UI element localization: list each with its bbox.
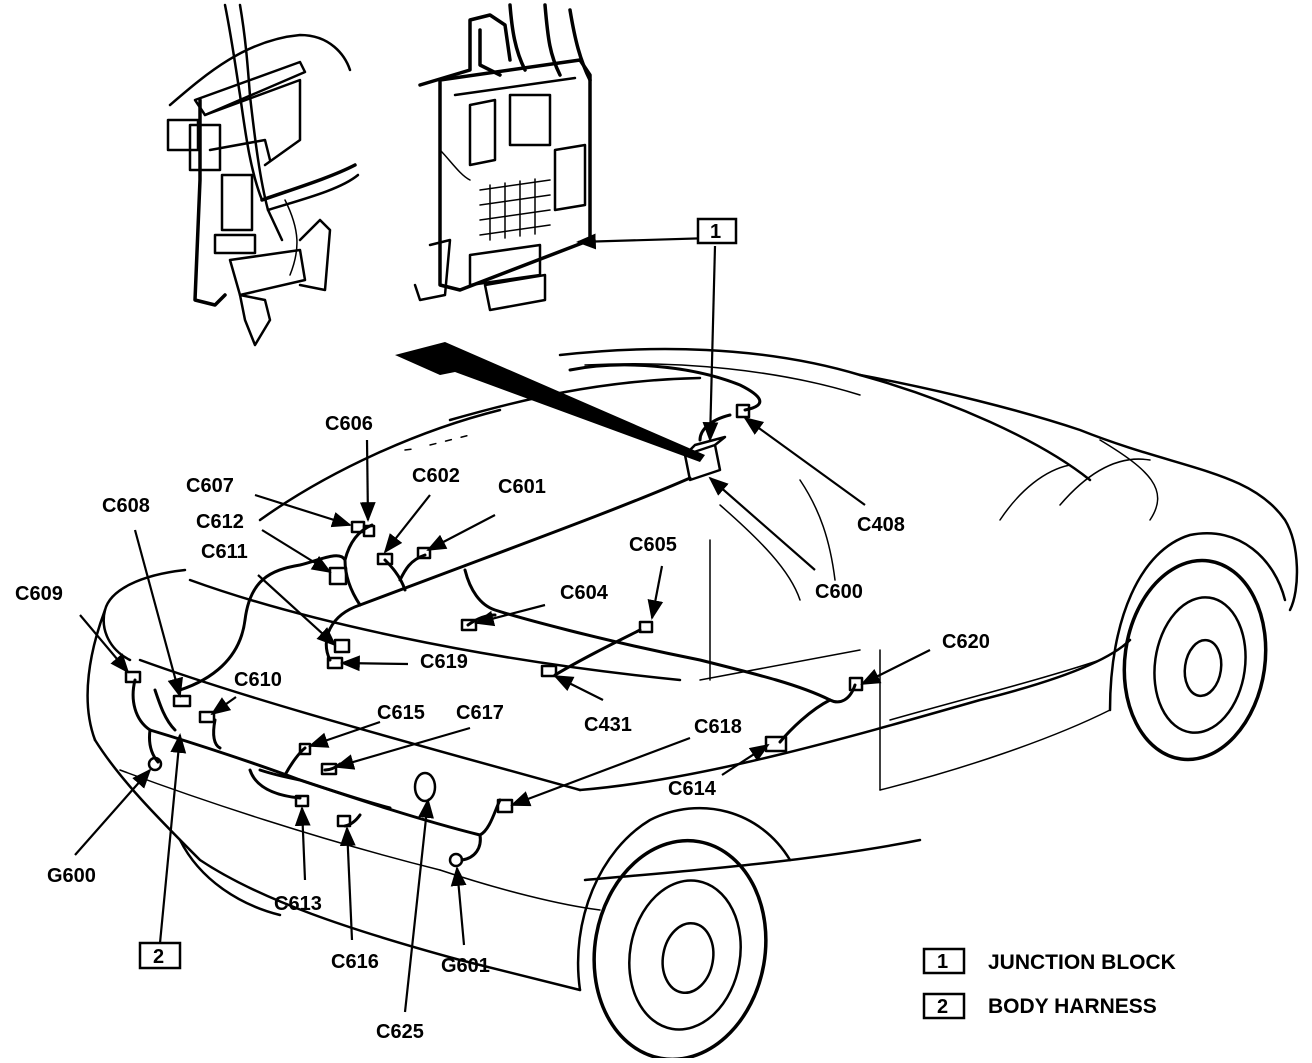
connector-c605 [638,620,654,634]
marker-2: 2 [138,941,182,970]
label-c616: C616 [331,951,379,973]
junction-block-front-view [413,3,592,312]
connector-c610 [198,710,216,724]
marker-1-text: 1 [710,221,721,243]
label-c611: C611 [201,541,248,563]
label-c615: C615 [377,702,425,724]
connector-c615 [298,742,312,756]
connector-c431 [540,664,558,678]
connector-c609 [124,670,142,684]
legend-item-body-harness: 2 BODY HARNESS [922,992,1157,1020]
connector-c616 [336,814,352,828]
marker-2-text: 2 [153,946,164,968]
connector-c408 [735,403,751,419]
label-c600: C600 [815,581,863,603]
label-c604: C604 [560,582,609,604]
connector-c608 [172,694,192,708]
label-c408: C408 [857,514,905,536]
label-c625: C625 [376,1021,424,1043]
label-c610: C610 [234,669,282,691]
car-body-outline [86,347,1299,1062]
view-direction-arrow [395,342,705,462]
marker-1: 1 [696,217,738,245]
label-c614: C614 [668,778,717,800]
leader-lines [74,233,931,1013]
label-c613: C613 [274,893,322,915]
label-c607: C607 [186,475,234,497]
legend-item-number: 1 [937,951,948,973]
legend: 1 JUNCTION BLOCK 2 BODY HARNESS [922,947,1176,1020]
junction-block-side-view [166,3,360,347]
callout-labels: C606 C607 C602 C601 C608 C612 C611 C609 … [15,413,990,1043]
label-c609: C609 [15,583,63,605]
label-c431: C431 [584,714,632,736]
label-c605: C605 [629,534,677,556]
label-c602: C602 [412,465,460,487]
legend-item-label: BODY HARNESS [988,995,1157,1018]
label-c606: C606 [325,413,373,435]
label-c619: C619 [420,651,468,673]
connector-c606 [362,524,376,538]
ground-g600 [147,756,163,772]
legend-item-number: 2 [937,996,948,1018]
connector-c602 [376,552,394,566]
connectors [124,403,864,868]
body-harness-wires [131,363,857,862]
label-c608: C608 [102,495,150,517]
label-c617: C617 [456,702,504,724]
connector-c613 [294,794,310,808]
label-c620: C620 [942,631,990,653]
label-c601: C601 [498,476,546,498]
label-c618: C618 [694,716,742,738]
label-c612: C612 [196,511,244,533]
connector-c601 [416,546,432,560]
connector-c611 [333,638,351,654]
label-g601: G601 [441,955,490,977]
legend-item-junction-block: 1 JUNCTION BLOCK [922,947,1176,975]
connector-c625 [413,771,437,803]
legend-item-label: JUNCTION BLOCK [988,951,1176,974]
ground-g601 [448,852,464,868]
connector-c612 [328,566,348,586]
label-g600: G600 [47,865,96,887]
